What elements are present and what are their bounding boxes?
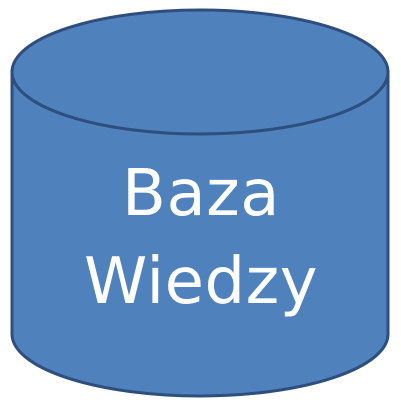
cylinder-body — [10, 70, 390, 398]
label-line-2: Wiedzy — [83, 245, 319, 319]
cylinder-top — [10, 8, 390, 136]
label-line-1: Baza — [122, 157, 280, 231]
database-label: Baza Wiedzy — [12, 150, 390, 326]
